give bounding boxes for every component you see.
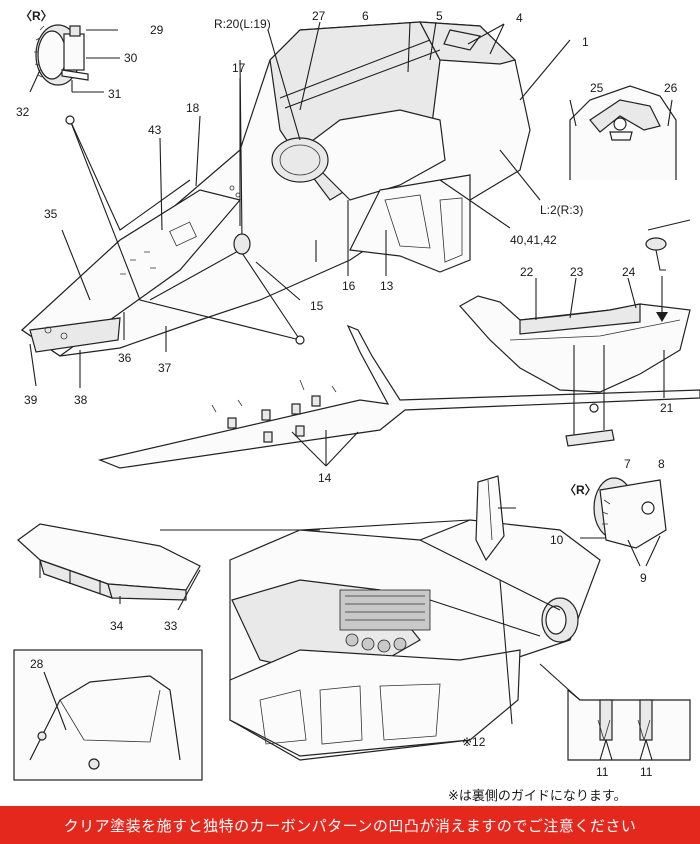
label-33: 33 <box>164 619 178 633</box>
label-7: 7 <box>624 457 631 471</box>
label-10: 10 <box>550 533 564 547</box>
label-25: 25 <box>590 81 604 95</box>
label-21: 21 <box>660 401 674 415</box>
label-11b: 11 <box>640 765 653 779</box>
label-4: 4 <box>516 11 523 25</box>
label-17: 17 <box>232 61 246 75</box>
label-43: 43 <box>148 123 162 137</box>
rear-assembly <box>229 475 601 761</box>
label-14: 14 <box>318 471 332 485</box>
label-12: ※12 <box>462 735 486 749</box>
label-r-right: 〈R〉 <box>564 482 597 497</box>
label-34: 34 <box>110 619 124 633</box>
chassis-upper <box>21 21 531 357</box>
label-11a: 11 <box>596 765 609 779</box>
label-l2: L:2(R:3) <box>540 203 583 217</box>
label-8: 8 <box>658 457 665 471</box>
label-27: 27 <box>312 9 326 23</box>
rear-guide-note: ※は裏側のガイドになります。 <box>448 789 627 804</box>
label-6: 6 <box>362 9 369 23</box>
label-40-42: 40,41,42 <box>510 233 557 247</box>
inset-28 <box>13 649 203 781</box>
label-1: 1 <box>582 35 589 49</box>
label-22: 22 <box>520 265 534 279</box>
label-13: 13 <box>380 279 394 293</box>
label-37: 37 <box>158 361 172 375</box>
label-28: 28 <box>30 657 44 671</box>
upright-right <box>580 477 667 567</box>
label-30: 30 <box>124 51 138 65</box>
label-23: 23 <box>570 265 584 279</box>
sidepod-right <box>459 219 691 447</box>
label-r-top: 〈R〉 <box>20 8 53 23</box>
label-15: 15 <box>310 299 324 313</box>
label-5: 5 <box>436 9 443 23</box>
warning-banner: クリア塗装を施すと独特のカーボンパターンの凹凸が消えますのでご注意ください <box>0 806 700 844</box>
label-9: 9 <box>640 571 647 585</box>
label-16: 16 <box>342 279 356 293</box>
label-r20: R:20(L:19) <box>214 17 271 31</box>
label-29: 29 <box>150 23 164 37</box>
part-labels: 〈R〉 29 30 31 32 R:20(L:19) 27 6 5 4 1 25… <box>16 8 678 779</box>
label-18: 18 <box>186 101 200 115</box>
floor-pan <box>97 324 700 469</box>
label-35: 35 <box>44 207 58 221</box>
hub-assembly-top-left <box>29 24 120 93</box>
warning-banner-text: クリア塗装を施すと独特のカーボンパターンの凹凸が消えますのでご注意ください <box>63 816 637 835</box>
label-24: 24 <box>622 265 636 279</box>
detail-25-26 <box>569 85 677 180</box>
engine-cover <box>17 523 320 601</box>
leader-lines <box>29 21 665 725</box>
label-38: 38 <box>74 393 88 407</box>
label-39: 39 <box>24 393 38 407</box>
label-31: 31 <box>108 87 122 101</box>
label-26: 26 <box>664 81 678 95</box>
detail-11 <box>539 663 691 761</box>
label-36: 36 <box>118 351 132 365</box>
label-32: 32 <box>16 105 30 119</box>
